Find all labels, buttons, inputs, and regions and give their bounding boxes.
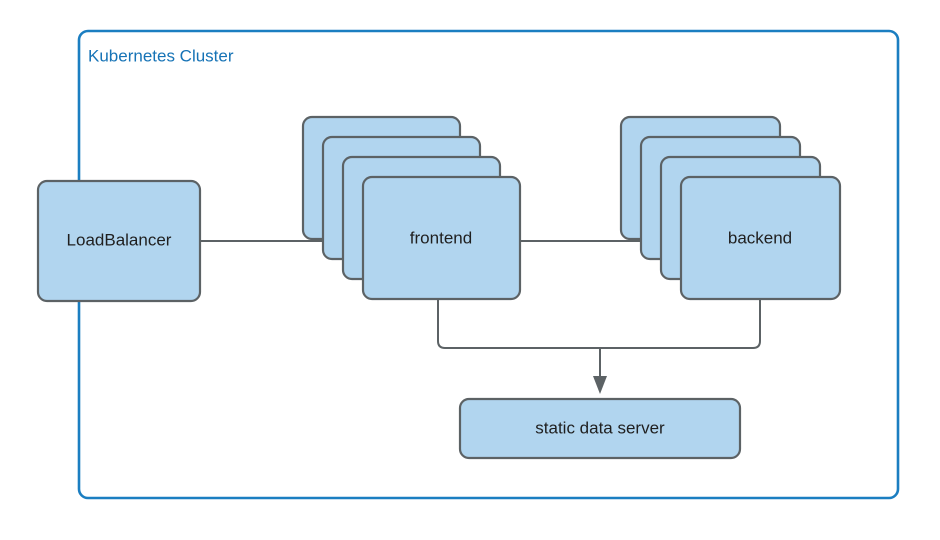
node-backend[interactable]: backend: [619, 115, 842, 301]
edge-line: [437, 299, 600, 349]
loadbalancer-label: LoadBalancer: [67, 230, 172, 249]
static-data-server-label: static data server: [535, 418, 665, 437]
frontend-front-card[interactable]: [361, 175, 522, 301]
loadbalancer-box[interactable]: [36, 179, 202, 303]
edge-merge-to-static-data-server[interactable]: [593, 348, 607, 394]
frontend-label: frontend: [410, 228, 472, 247]
edge-frontend-to-static-data-server[interactable]: [437, 299, 600, 349]
cluster-label: Kubernetes Cluster: [88, 46, 234, 65]
backend-front-card[interactable]: [679, 175, 842, 301]
node-frontend[interactable]: frontend: [301, 115, 522, 301]
backend-label: backend: [728, 228, 792, 247]
node-static-data-server[interactable]: static data server: [458, 397, 742, 460]
static-data-server-box[interactable]: [458, 397, 742, 460]
arrowhead-icon: [593, 376, 607, 394]
edge-backend-to-static-data-server[interactable]: [600, 299, 761, 349]
node-loadbalancer[interactable]: LoadBalancer: [36, 179, 202, 303]
edge-line: [600, 299, 761, 349]
